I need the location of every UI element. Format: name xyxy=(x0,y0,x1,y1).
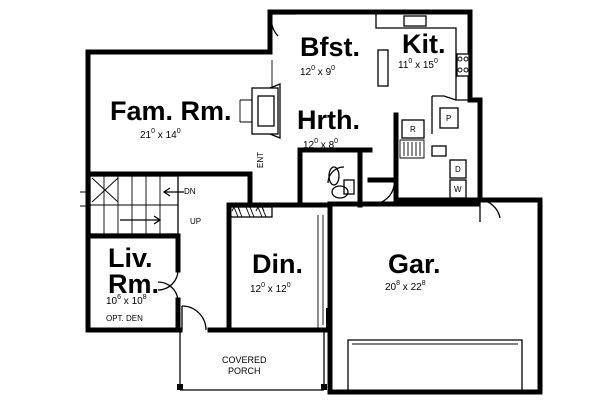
svg-text:208 x 228: 208 x 228 xyxy=(385,280,426,293)
porch-label-1: COVERED xyxy=(222,355,267,365)
entry-label: ENT xyxy=(256,152,265,168)
living-room-name-2: Rm. xyxy=(108,269,159,299)
walls xyxy=(85,9,543,395)
svg-text:120 x 80: 120 x 80 xyxy=(303,138,338,151)
stairs-up-label: UP xyxy=(190,217,201,226)
kitchen-fixtures xyxy=(375,14,470,199)
dining-name: Din. xyxy=(252,249,303,279)
dryer-label: D xyxy=(455,165,461,174)
stairs xyxy=(80,175,184,235)
hearth-name: Hrth. xyxy=(297,105,360,135)
living-room-note: OPT. DEN xyxy=(106,314,143,323)
stairs-down-label: DN xyxy=(184,187,196,196)
pantry-label: P xyxy=(446,114,451,123)
fireplace xyxy=(239,60,281,139)
doors xyxy=(157,13,501,331)
dining-hutch xyxy=(229,201,273,218)
refrigerator-label: R xyxy=(410,125,416,134)
svg-text:110 x 150: 110 x 150 xyxy=(398,58,438,71)
washer-label: W xyxy=(454,185,462,194)
garage-name: Gar. xyxy=(388,249,441,279)
family-room-name: Fam. Rm. xyxy=(110,96,232,126)
svg-text:120 x 120: 120 x 120 xyxy=(250,282,291,295)
powder-room xyxy=(328,166,355,199)
breakfast-name: Bfst. xyxy=(300,32,360,62)
living-room-name-1: Liv. xyxy=(108,243,153,273)
room-labels: Bfst. 120 x 90 Kit. 110 x 150 Fam. Rm. 2… xyxy=(106,29,462,376)
porch xyxy=(177,215,330,391)
porch-label-2: PORCH xyxy=(228,366,261,376)
kitchen-name: Kit. xyxy=(402,29,446,59)
svg-text:120 x 90: 120 x 90 xyxy=(300,65,335,78)
svg-text:106 x 108: 106 x 108 xyxy=(106,294,147,307)
garage-door xyxy=(347,339,523,392)
svg-text:210 x 140: 210 x 140 xyxy=(140,128,181,141)
